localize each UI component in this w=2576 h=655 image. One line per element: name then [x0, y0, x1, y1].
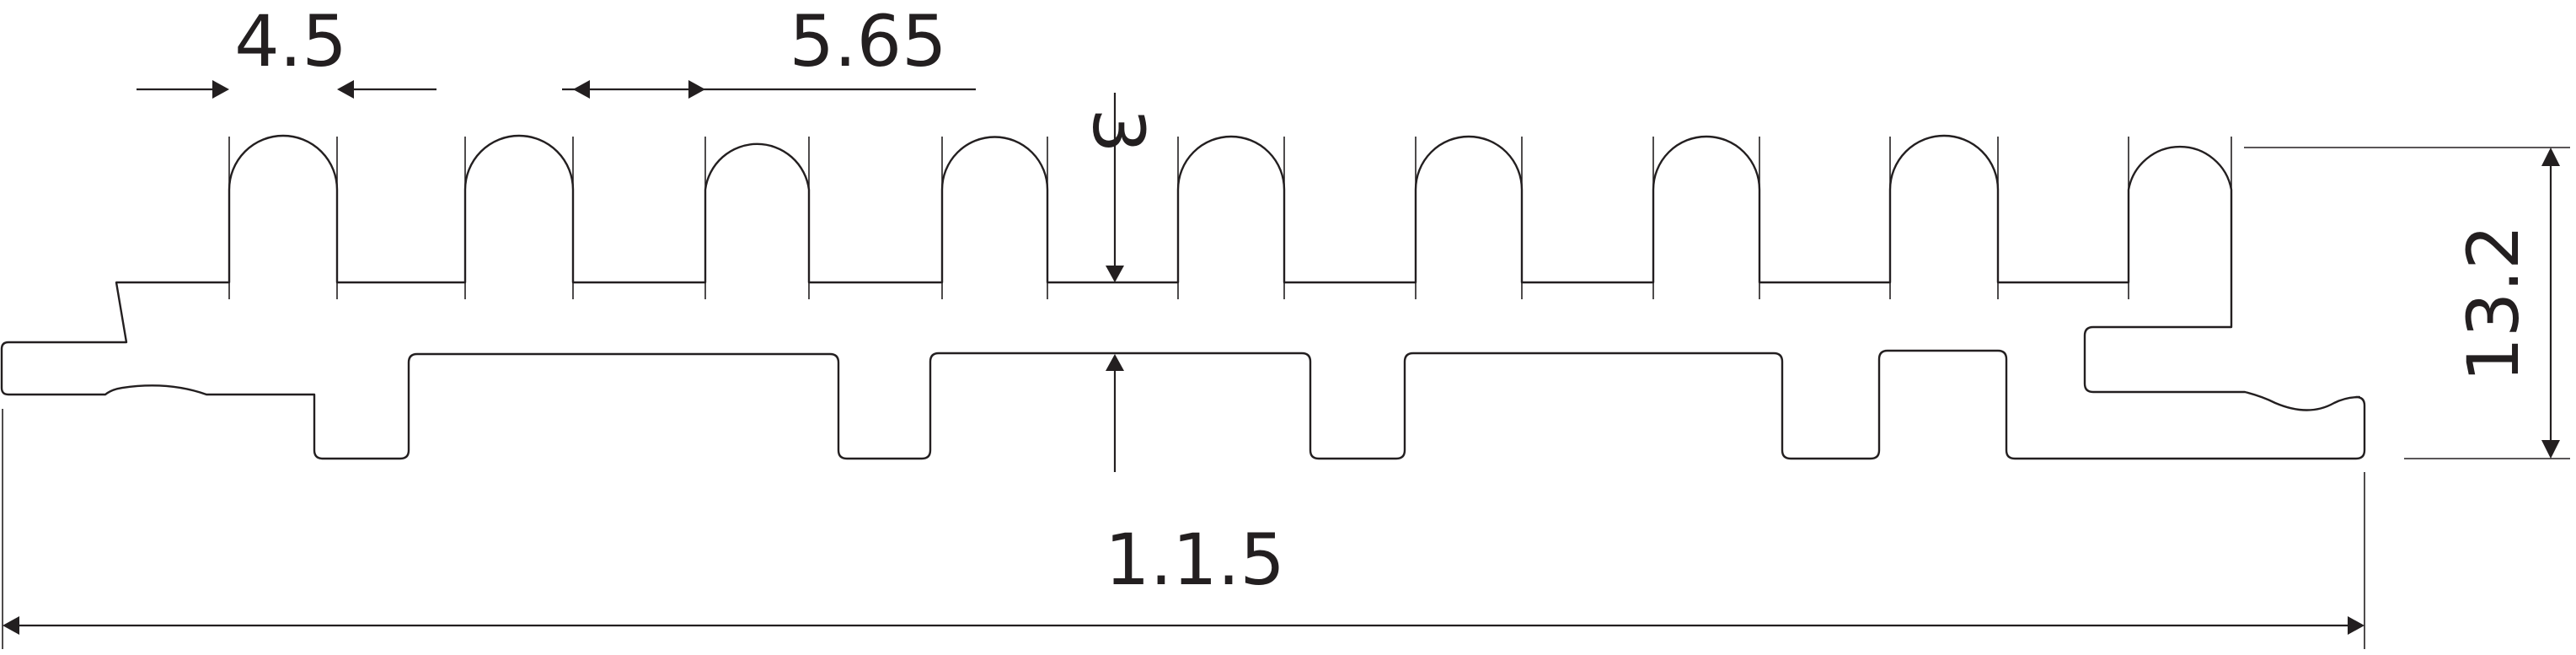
groove-width-dimension: 4.5: [137, 0, 436, 299]
groove-width-label: 4.5: [234, 0, 347, 83]
board-width-label: 1.1.5: [1105, 518, 1285, 601]
groove-extension-lines: [464, 137, 2232, 299]
board-width-dimension: 1.1.5: [2, 409, 2365, 649]
groove-depth-dimension: 3: [1077, 93, 1159, 472]
thickness-label: 13.2: [2452, 224, 2535, 382]
profile-outline: [0, 134, 2366, 460]
groove-pitch-label: 5.65: [789, 0, 946, 83]
groove-depth-label: 3: [1077, 108, 1159, 153]
groove-pitch-dimension: 5.65: [562, 0, 976, 299]
thickness-dimension: 13.2: [2244, 147, 2570, 459]
